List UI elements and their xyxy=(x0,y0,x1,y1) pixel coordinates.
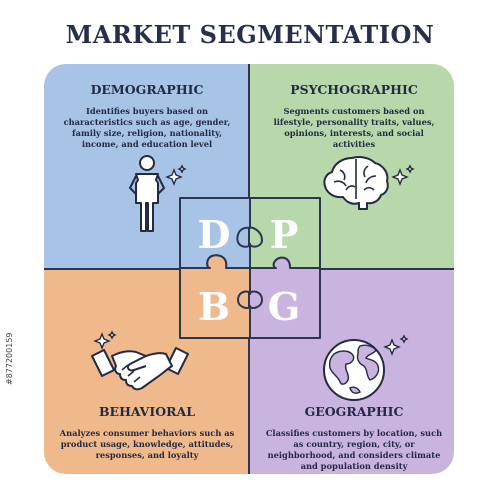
demographic-title: DEMOGRAPHIC xyxy=(90,82,204,97)
brain-icon xyxy=(323,156,415,210)
geographic-title: GEOGRAPHIC xyxy=(304,404,404,419)
stock-watermark-id: #877200159 xyxy=(5,332,14,385)
page-title: MARKET SEGMENTATION xyxy=(65,20,435,49)
person-icon xyxy=(129,155,187,232)
demographic-description: Identifies buyers based on characteristi… xyxy=(63,106,231,149)
behavioral-title: BEHAVIORAL xyxy=(98,404,195,419)
psychographic-title: PSYCHOGRAPHIC xyxy=(290,82,418,97)
letter-b: B xyxy=(198,284,230,329)
behavioral-description: Analyzes consumer behaviors such as prod… xyxy=(59,428,235,460)
psychographic-description: Segments customers based on lifestyle, p… xyxy=(273,106,435,149)
puzzle-graphic: D P B G xyxy=(179,197,321,339)
letter-d: D xyxy=(198,212,231,257)
handshake-icon xyxy=(91,330,189,391)
letter-g: G xyxy=(268,284,300,329)
globe-icon xyxy=(323,334,409,401)
letter-p: P xyxy=(270,212,299,257)
geographic-description: Classifies customers by location, such a… xyxy=(265,428,443,471)
